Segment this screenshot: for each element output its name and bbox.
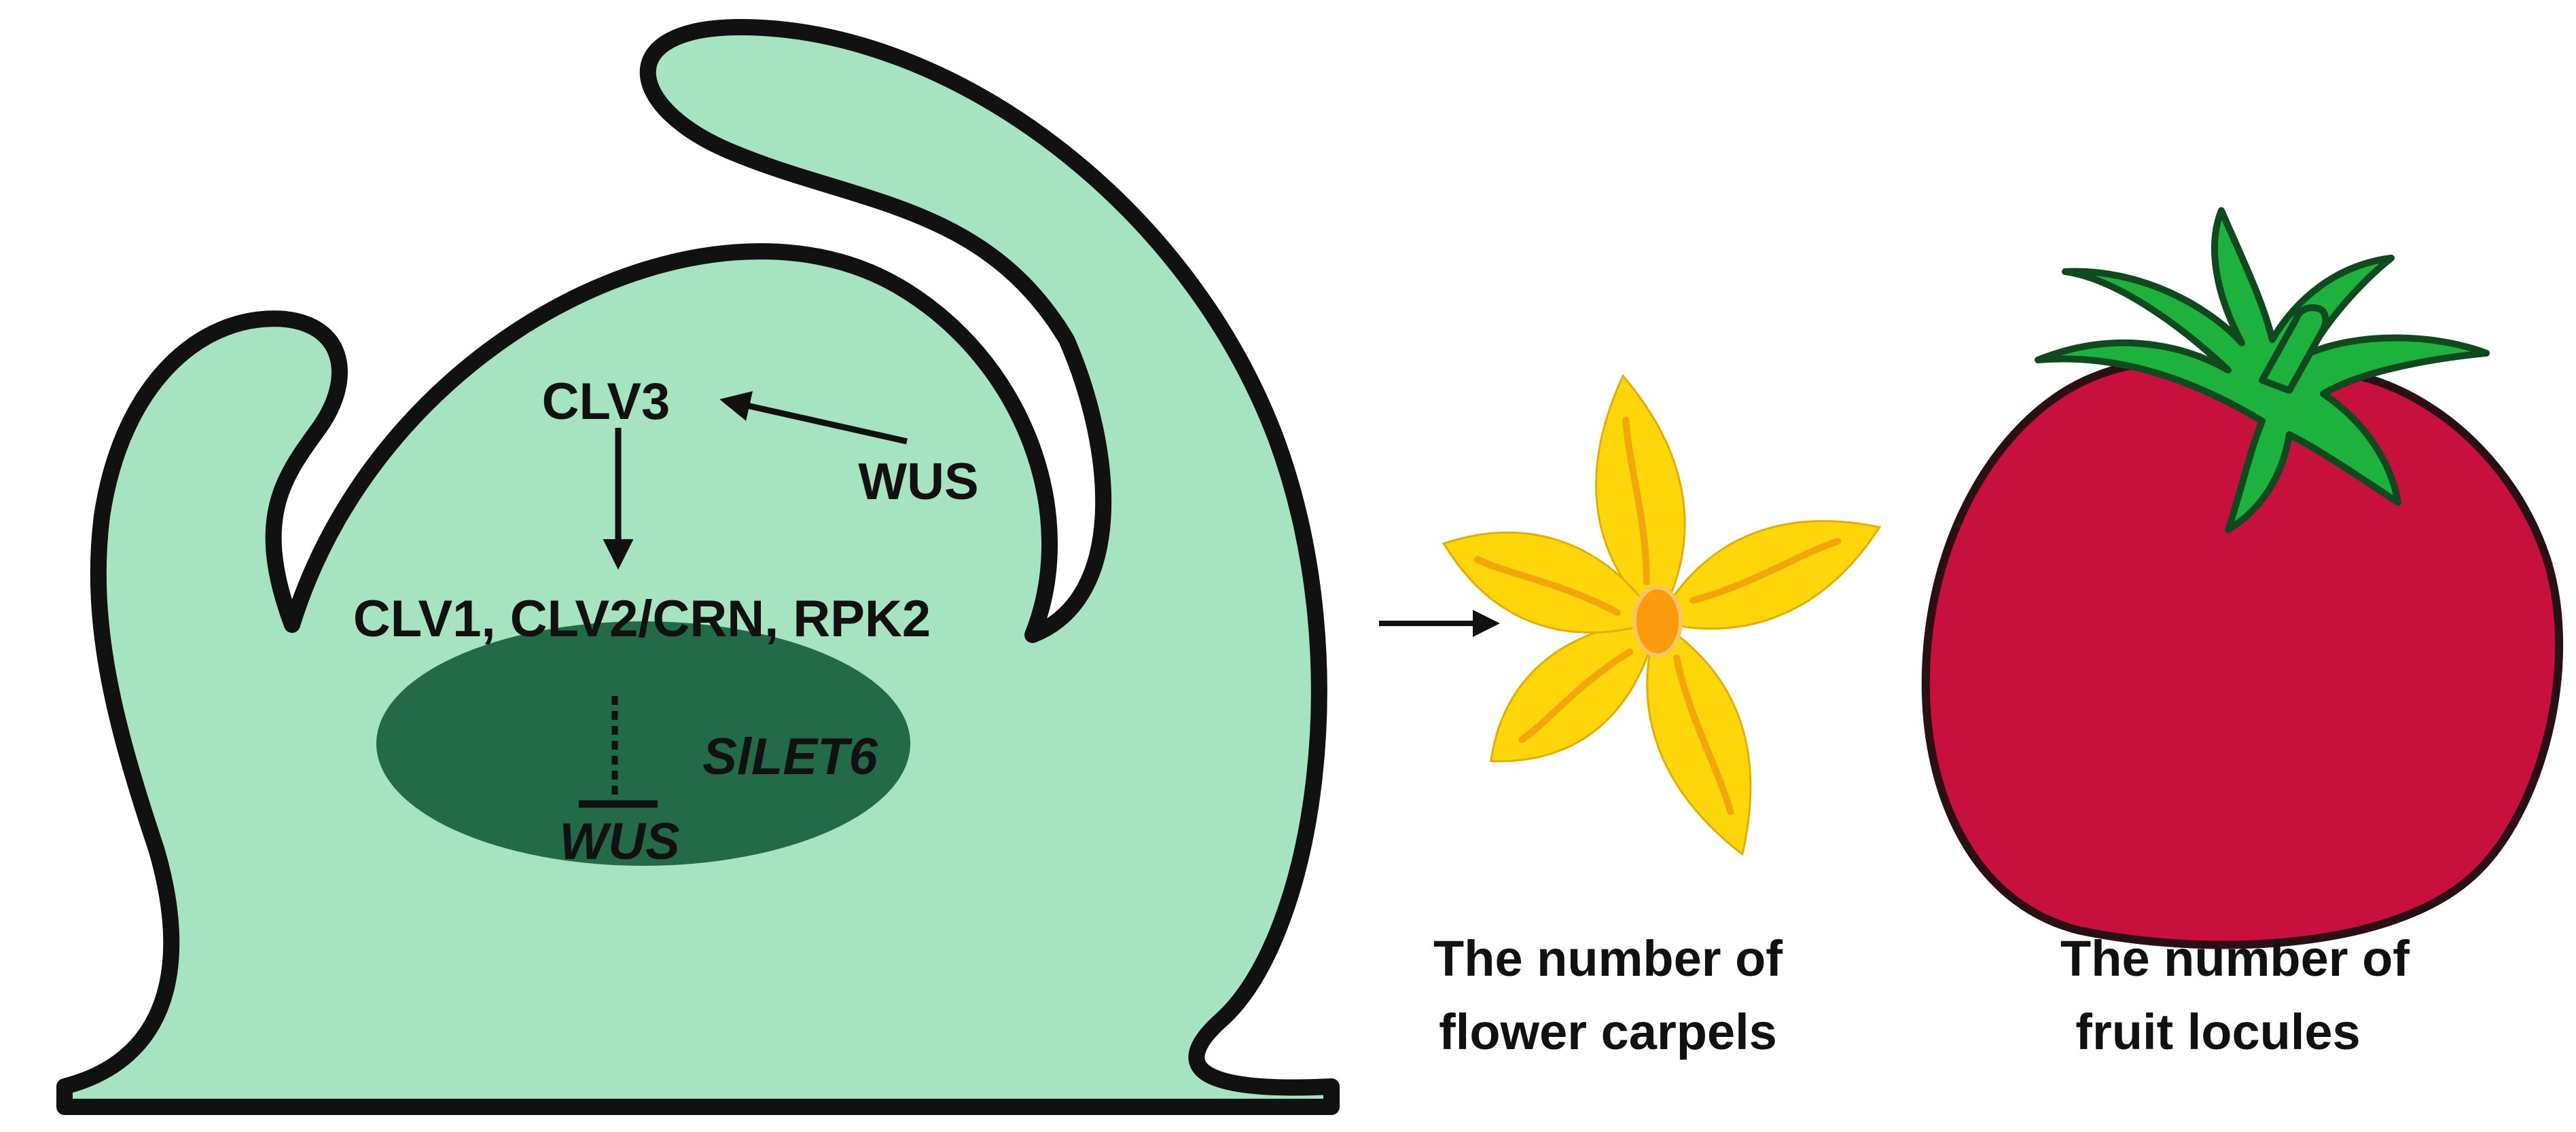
wus-to-clv3-arrow [719, 390, 908, 445]
flower-petal [1595, 373, 1686, 623]
label-receptors: CLV1, CLV2/CRN, RPK2 [353, 590, 931, 648]
caption-locules-line1: The number of [2060, 930, 2410, 987]
caption-locules-line2: fruit locules [2075, 1004, 2360, 1060]
meristem-body [56, 19, 1340, 1115]
flower-petal [1442, 531, 1660, 634]
tomato [1921, 207, 2564, 949]
flower [1442, 373, 1882, 856]
label-wus-bottom: WUS [559, 813, 679, 871]
tomato-calyx [2035, 207, 2490, 533]
caption-carpels-line2: flower carpels [1439, 1004, 1777, 1060]
label-clv3: CLV3 [542, 373, 670, 431]
label-silet6: SlLET6 [702, 728, 878, 786]
caption-carpels-line1: The number of [1433, 930, 1783, 987]
flower-center [1632, 585, 1683, 657]
flower-petal [1490, 620, 1659, 763]
shoot-apical-meristem [56, 19, 1340, 1115]
flower-petal [1656, 519, 1882, 630]
tomato-body [1921, 357, 2564, 949]
flower-petal [1646, 619, 1752, 856]
organizing-center [376, 621, 910, 866]
tomato-stem [2259, 304, 2329, 394]
label-wus-top: WUS [858, 453, 978, 511]
